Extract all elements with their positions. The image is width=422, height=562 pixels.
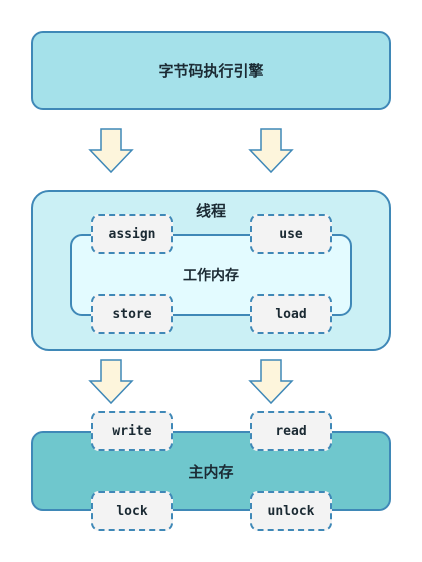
- op-write: write: [91, 411, 173, 451]
- op-store: store: [91, 294, 173, 334]
- bytecode-engine-label: 字节码执行引擎: [158, 62, 264, 80]
- bytecode-engine-box: 字节码执行引擎: [31, 31, 391, 110]
- op-assign: assign: [91, 214, 173, 254]
- down-arrow-icon: [248, 128, 294, 174]
- main-memory-box: 主内存: [31, 431, 391, 511]
- down-arrow-icon: [88, 128, 134, 174]
- op-read: read: [250, 411, 332, 451]
- main-memory-label: 主内存: [188, 462, 234, 481]
- op-load: load: [250, 294, 332, 334]
- down-arrow-icon: [88, 359, 134, 405]
- work-memory-label: 工作内存: [183, 268, 239, 284]
- down-arrow-icon: [248, 359, 294, 405]
- op-use: use: [250, 214, 332, 254]
- op-lock: lock: [91, 491, 173, 531]
- op-unlock: unlock: [250, 491, 332, 531]
- thread-label: 线程: [195, 202, 226, 220]
